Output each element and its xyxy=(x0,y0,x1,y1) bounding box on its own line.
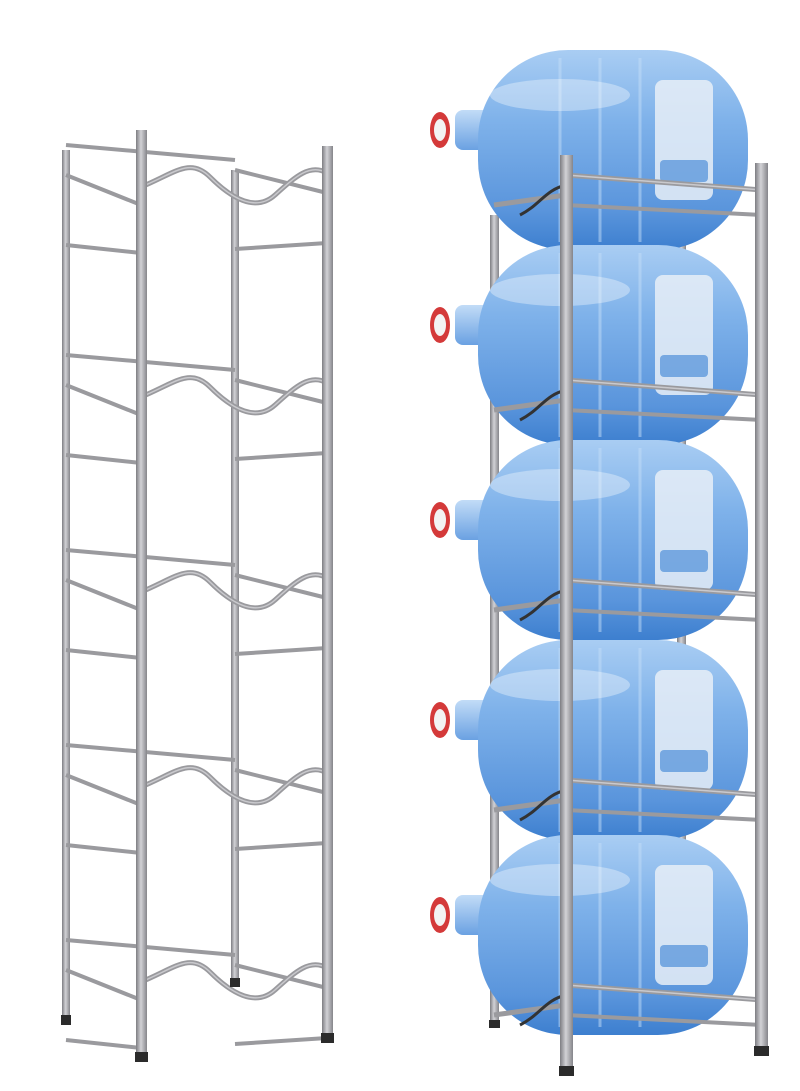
tier-rail-highlight xyxy=(565,984,763,1001)
tier-rail-highlight xyxy=(565,174,763,191)
rack-pole-front-left xyxy=(136,130,147,1055)
loaded-water-bottle-rack xyxy=(430,50,769,1076)
bottle-label-band xyxy=(660,160,708,182)
tier-saddle-highlight xyxy=(140,766,328,804)
tier-rail-side xyxy=(234,963,328,990)
bottle-highlight xyxy=(490,79,630,111)
tier-rail-side xyxy=(234,768,328,795)
tier-rail-lower xyxy=(565,408,763,422)
bottle-label-band xyxy=(660,945,708,967)
rack-foot xyxy=(321,1033,334,1043)
rack-tier xyxy=(65,938,329,1050)
tier-saddle-highlight xyxy=(140,166,328,204)
tier-rail-lower xyxy=(565,608,763,622)
tier-rail-side xyxy=(234,378,328,405)
rack-pole-front-right xyxy=(755,163,768,1051)
rack-pole-back-left xyxy=(490,215,499,1025)
water-bottle xyxy=(430,50,748,250)
rack-tier xyxy=(493,982,763,1027)
rack-tiers xyxy=(65,143,329,1050)
tier-rail-highlight xyxy=(565,779,763,796)
tier-rail-lower xyxy=(65,453,142,465)
tier-saddle-highlight xyxy=(140,571,328,609)
tier-rail-lower xyxy=(234,841,328,851)
tier-rail-side xyxy=(234,168,328,195)
tier-rail-side xyxy=(493,192,567,208)
water-bottle xyxy=(430,835,748,1035)
tier-rail-lower xyxy=(565,808,763,822)
tier-rail-back xyxy=(65,353,236,372)
empty-water-bottle-rack xyxy=(61,130,334,1062)
bottle-label-band xyxy=(660,750,708,772)
bottle-cap-label xyxy=(434,904,446,926)
tier-rail-lower xyxy=(234,451,328,461)
rack-tier xyxy=(65,143,329,255)
rack-tier xyxy=(65,743,329,855)
tier-rail-back xyxy=(65,143,236,162)
tier-rail-highlight xyxy=(565,579,763,596)
rack-tier xyxy=(65,353,329,465)
tier-rail-side xyxy=(493,397,567,413)
rack-pole-front-right xyxy=(322,146,333,1036)
rack-foot xyxy=(230,978,240,987)
rack-foot xyxy=(61,1015,71,1025)
bottle-label-band xyxy=(660,355,708,377)
tier-rail-side xyxy=(65,773,142,807)
bottle-cap-label xyxy=(434,119,446,141)
tier-rail-highlight xyxy=(565,379,763,396)
tier-rail-side xyxy=(65,173,142,207)
tier-rail-lower xyxy=(234,241,328,251)
tier-rail-lower xyxy=(565,203,763,217)
rack-foot xyxy=(754,1046,769,1056)
tier-rail-back xyxy=(65,548,236,567)
tier-rail-lower xyxy=(65,243,142,255)
rack-foot xyxy=(135,1052,148,1062)
rack-pole-back-left xyxy=(62,150,70,1020)
tier-saddle-highlight xyxy=(140,376,328,414)
tier-rail-back xyxy=(65,938,236,957)
tier-rail-side xyxy=(65,578,142,612)
tier-rail-side xyxy=(234,573,328,600)
tier-rail-side xyxy=(493,1002,567,1018)
tier-rail-side xyxy=(65,968,142,1002)
rack-tier xyxy=(493,377,763,422)
bottle-label-band xyxy=(660,550,708,572)
tier-rail-lower xyxy=(65,1038,142,1050)
tier-saddle-highlight xyxy=(140,961,328,999)
rack-pole-front-left xyxy=(560,155,573,1070)
bottle-cap-label xyxy=(434,709,446,731)
tier-rail-lower xyxy=(234,646,328,656)
rack-tier xyxy=(493,577,763,622)
tier-rail-side xyxy=(493,597,567,613)
tier-rail-back xyxy=(65,743,236,762)
bottle-cap-label xyxy=(434,509,446,531)
rack-foot xyxy=(559,1066,574,1076)
rack-foot xyxy=(489,1020,500,1028)
tier-rail-lower xyxy=(565,1013,763,1027)
tier-rail-lower xyxy=(65,648,142,660)
tier-rail-lower xyxy=(234,1036,328,1046)
rack-tiers xyxy=(493,172,763,1027)
water-bottles xyxy=(430,50,748,1035)
tier-rail-side xyxy=(493,797,567,813)
tier-rail-lower xyxy=(65,843,142,855)
bottle-cap-label xyxy=(434,314,446,336)
rack-tier xyxy=(65,548,329,660)
tier-rail-side xyxy=(65,383,142,417)
rack-tier xyxy=(493,777,763,822)
rack-tier xyxy=(493,172,763,217)
